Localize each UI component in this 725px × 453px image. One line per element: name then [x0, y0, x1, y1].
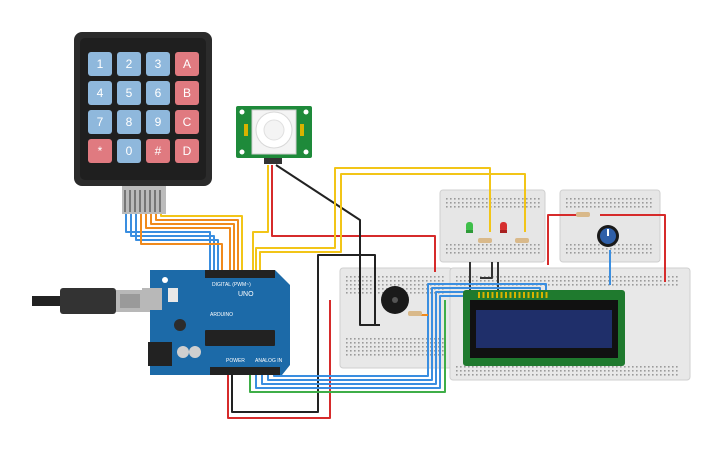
arduino-power-label: POWER [226, 358, 245, 364]
resistor-buzzer [408, 311, 422, 316]
keypad-key: 6 [146, 81, 170, 105]
led-red [500, 222, 507, 233]
keypad-key-label: A [183, 57, 191, 71]
keypad-key: 9 [146, 110, 170, 134]
arduino-brand-label: ARDUINO [210, 312, 233, 318]
potentiometer [597, 225, 619, 247]
arduino-uno: UNO ARDUINO DIGITAL (PWM~) POWER ANALOG … [142, 270, 290, 375]
keypad-key: * [88, 139, 112, 163]
keypad-key-label: 5 [126, 86, 133, 100]
keypad-key-label: D [183, 144, 192, 158]
keypad-key: A [175, 52, 199, 76]
keypad-key: D [175, 139, 199, 163]
resistor-lcd [576, 212, 590, 217]
lcd-16x2 [463, 290, 625, 366]
keypad-key: 0 [117, 139, 141, 163]
keypad-key-label: 4 [97, 86, 104, 100]
usb-cable [32, 288, 152, 314]
resistor-led-green [478, 238, 492, 243]
keypad-key-label: C [183, 115, 192, 129]
keypad-key-label: 1 [97, 57, 104, 71]
breadboard-left [339, 267, 453, 369]
keypad-key-label: 3 [155, 57, 162, 71]
keypad-key: B [175, 81, 199, 105]
keypad-key-label: 6 [155, 86, 162, 100]
arduino-digital-label: DIGITAL (PWM~) [212, 282, 251, 288]
keypad-key-label: * [98, 144, 103, 158]
piezo-buzzer [381, 286, 409, 314]
keypad-key-label: # [155, 144, 162, 158]
keypad-key-label: 0 [126, 144, 133, 158]
keypad-key: 5 [117, 81, 141, 105]
resistor-led-red [515, 238, 529, 243]
keypad-key-label: 2 [126, 57, 133, 71]
keypad-key: 2 [117, 52, 141, 76]
keypad-key-label: B [183, 86, 191, 100]
keypad-key: 8 [117, 110, 141, 134]
keypad-key: 7 [88, 110, 112, 134]
led-green [466, 222, 473, 233]
arduino-analog-label: ANALOG IN [255, 358, 283, 364]
keypad-key: 4 [88, 81, 112, 105]
keypad-key-label: 9 [155, 115, 162, 129]
keypad-key: C [175, 110, 199, 134]
keypad-key: # [146, 139, 170, 163]
keypad-key: 1 [88, 52, 112, 76]
keypad-key-label: 7 [97, 115, 104, 129]
breadboard-small-left [439, 189, 546, 263]
keypad-key: 3 [146, 52, 170, 76]
keypad-4x4: 1 2 3 A 4 5 6 B 7 8 9 C * 0 # D [74, 32, 212, 214]
keypad-key-label: 8 [126, 115, 133, 129]
arduino-model-label: UNO [238, 291, 254, 298]
pir-sensor [236, 106, 312, 164]
